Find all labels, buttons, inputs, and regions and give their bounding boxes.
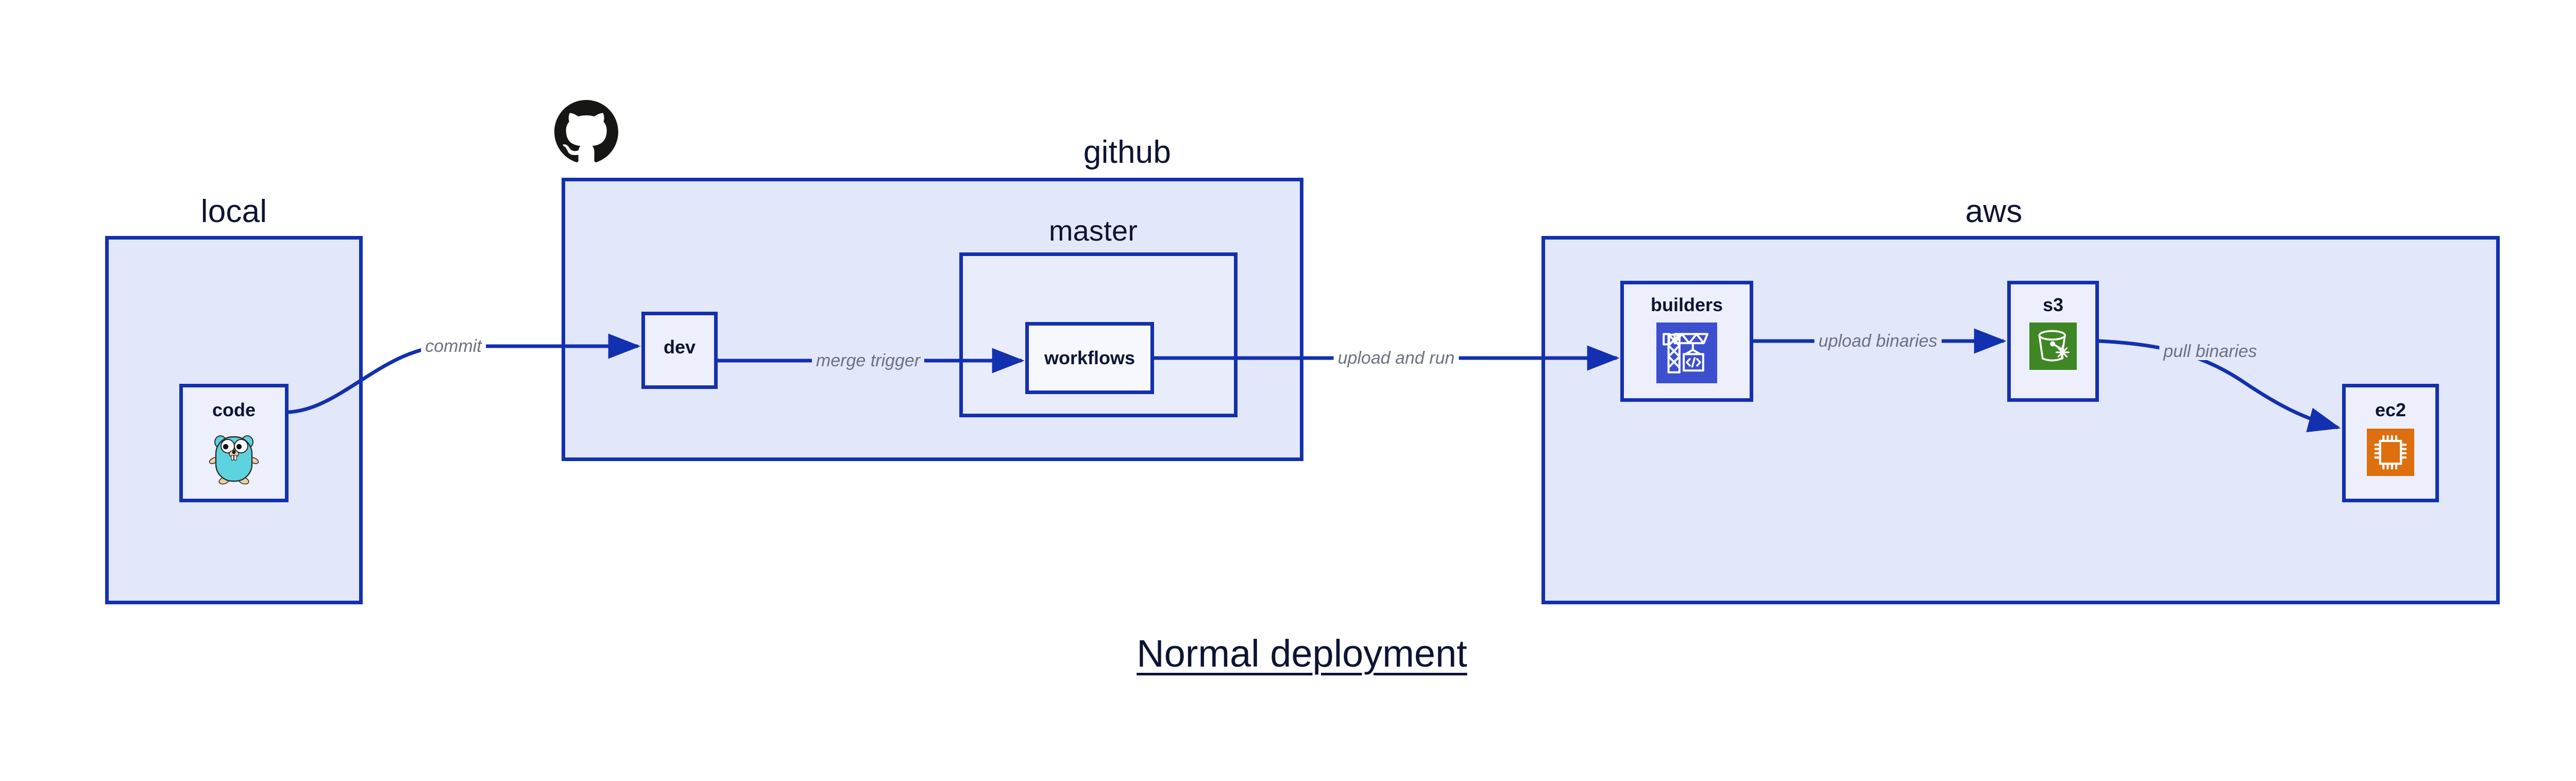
node-label-workflows: workflows	[1044, 347, 1136, 368]
node-code[interactable]: code	[179, 384, 289, 502]
group-label-master: master	[1048, 214, 1138, 247]
crane-code-icon	[1656, 322, 1717, 386]
node-label-code: code	[212, 399, 256, 420]
node-s3[interactable]: s3	[2007, 281, 2099, 402]
edge-label-merge-trigger: merge trigger	[811, 352, 925, 369]
node-label-dev: dev	[663, 336, 696, 358]
node-label-builders: builders	[1650, 294, 1723, 315]
node-ec2[interactable]: ec2	[2342, 384, 2439, 502]
edge-label-commit: commit	[421, 337, 486, 355]
edge-label-upload-binaries: upload binaries	[1814, 332, 1942, 350]
edge-label-pull-binaries: pull binaries	[2159, 343, 2261, 360]
github-octocat-icon	[554, 100, 618, 164]
s3-bucket-icon	[2029, 322, 2077, 372]
node-workflows[interactable]: workflows	[1025, 322, 1154, 394]
node-label-ec2: ec2	[2375, 399, 2406, 420]
go-gopher-icon	[208, 429, 260, 488]
node-builders[interactable]: builders	[1620, 281, 1753, 402]
group-label-aws: aws	[1965, 194, 2023, 229]
group-label-github: github	[1083, 134, 1172, 170]
cpu-chip-icon	[2367, 429, 2414, 479]
node-label-s3: s3	[2042, 294, 2064, 315]
node-dev[interactable]: dev	[641, 312, 718, 389]
edge-label-upload-and-run: upload and run	[1333, 349, 1459, 367]
diagram-title: Normal deployment	[1137, 632, 1467, 675]
group-label-local: local	[200, 194, 267, 229]
